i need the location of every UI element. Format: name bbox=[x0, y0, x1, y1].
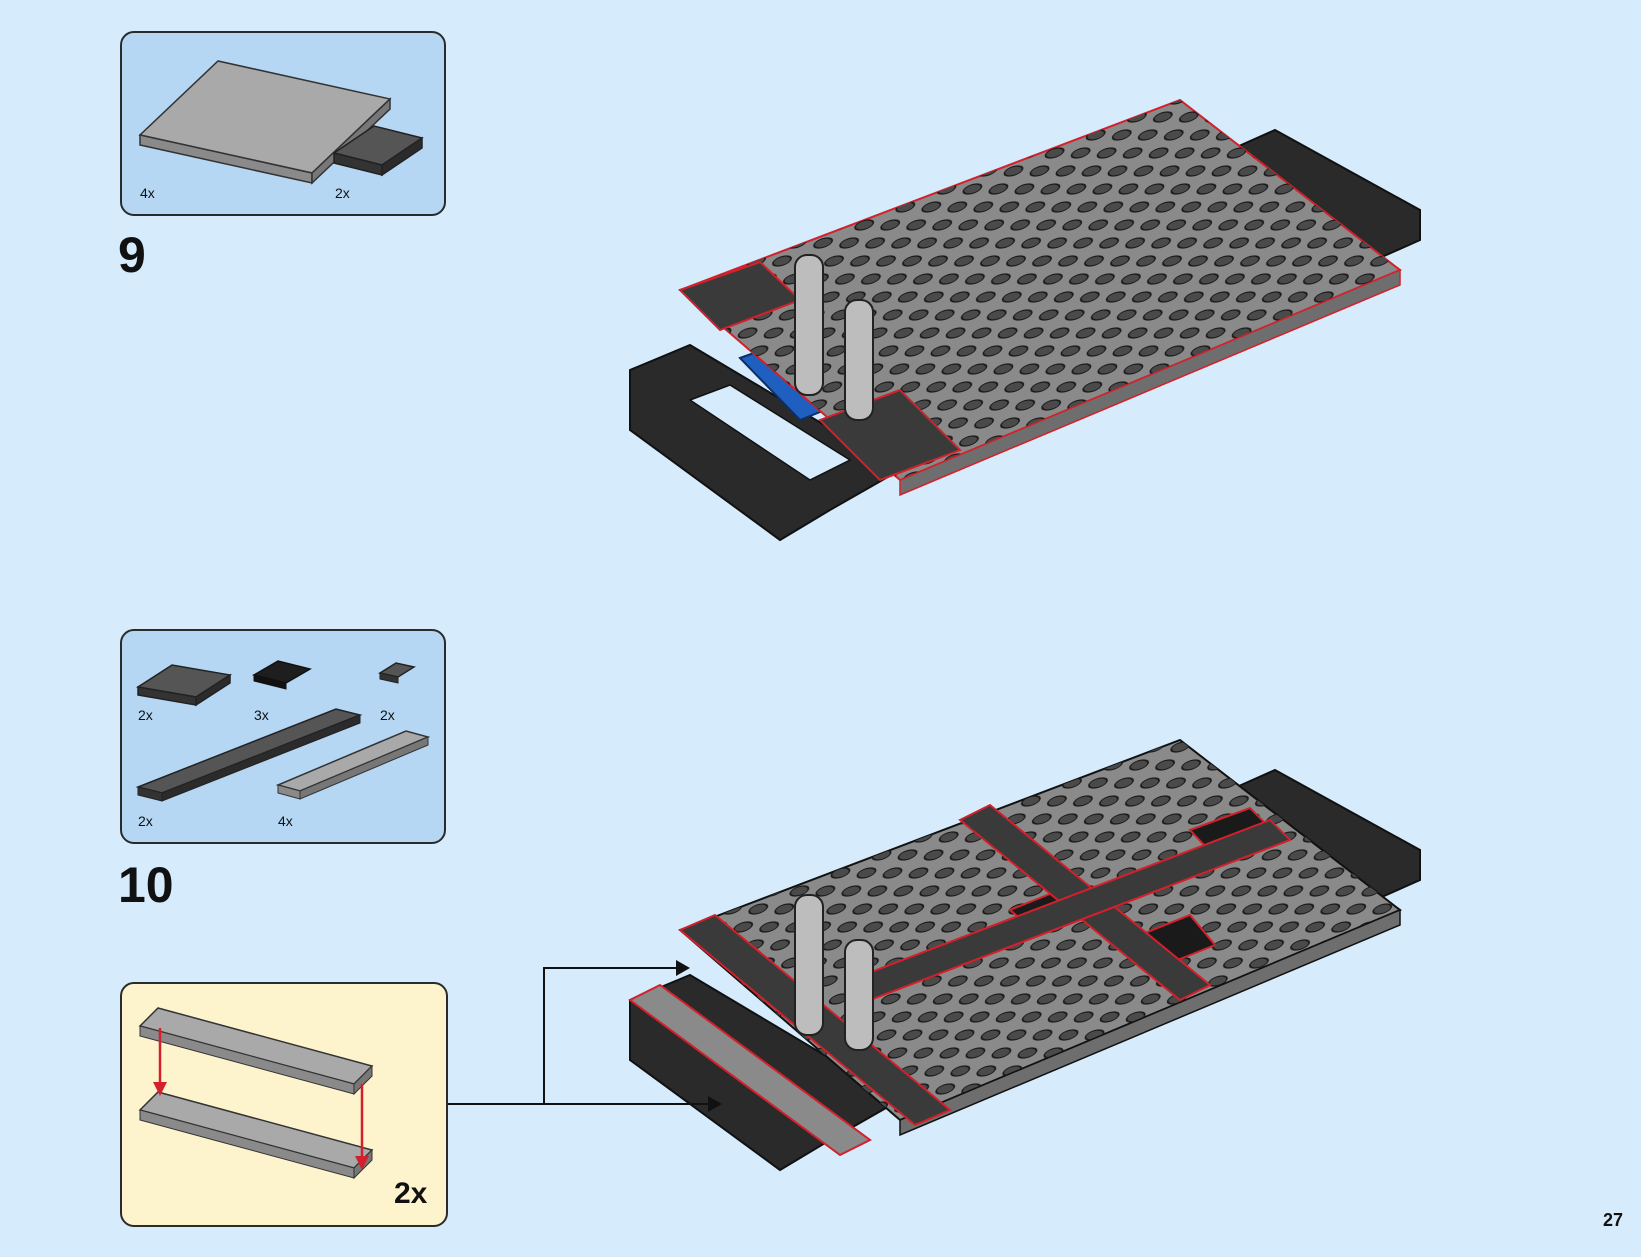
black-tile-2x2-icon bbox=[252, 660, 312, 690]
subassembly-qty: 2x bbox=[394, 1177, 428, 1210]
light-gray-plate-1x8-icon bbox=[275, 730, 431, 800]
dark-gray-plate-1x8-icon bbox=[138, 1091, 374, 1180]
arrow-head-icon bbox=[676, 960, 690, 976]
step-9-parts-illustration bbox=[138, 60, 424, 185]
callout-arrow bbox=[448, 967, 710, 1105]
step-number: 9 bbox=[118, 227, 146, 283]
part-qty: 3x bbox=[254, 707, 269, 723]
step-number: 10 bbox=[118, 857, 174, 913]
dark-gray-plate-2x4-icon bbox=[135, 664, 233, 707]
part-qty: 2x bbox=[138, 813, 153, 829]
part-qty: 2x bbox=[380, 707, 395, 723]
dark-gray-plate-1x2-icon bbox=[378, 662, 416, 684]
part-qty: 2x bbox=[138, 707, 153, 723]
step-10-model bbox=[628, 738, 1421, 1172]
light-gray-plate-1x8-icon bbox=[138, 1007, 374, 1096]
step-10-parts-box: 2x 3x 2x 2x 4x bbox=[120, 629, 446, 844]
part-qty: 4x bbox=[278, 813, 293, 829]
step-10-parts-illustration bbox=[135, 660, 431, 802]
part-qty: 4x bbox=[140, 185, 155, 201]
subassembly-box: 2x bbox=[120, 982, 448, 1227]
dark-gray-plate-1x12-icon bbox=[135, 708, 363, 802]
step-9-model bbox=[629, 98, 1421, 542]
red-arrow-icon bbox=[153, 1028, 369, 1170]
arrow-head-icon bbox=[708, 1096, 722, 1112]
part-qty: 2x bbox=[335, 185, 350, 201]
subassembly-illustration bbox=[138, 1007, 374, 1180]
step-9-parts-box: 4x 2x bbox=[120, 31, 446, 216]
dark-gray-plate-2x4-icon bbox=[332, 125, 424, 177]
page-number: 27 bbox=[1602, 1210, 1623, 1230]
